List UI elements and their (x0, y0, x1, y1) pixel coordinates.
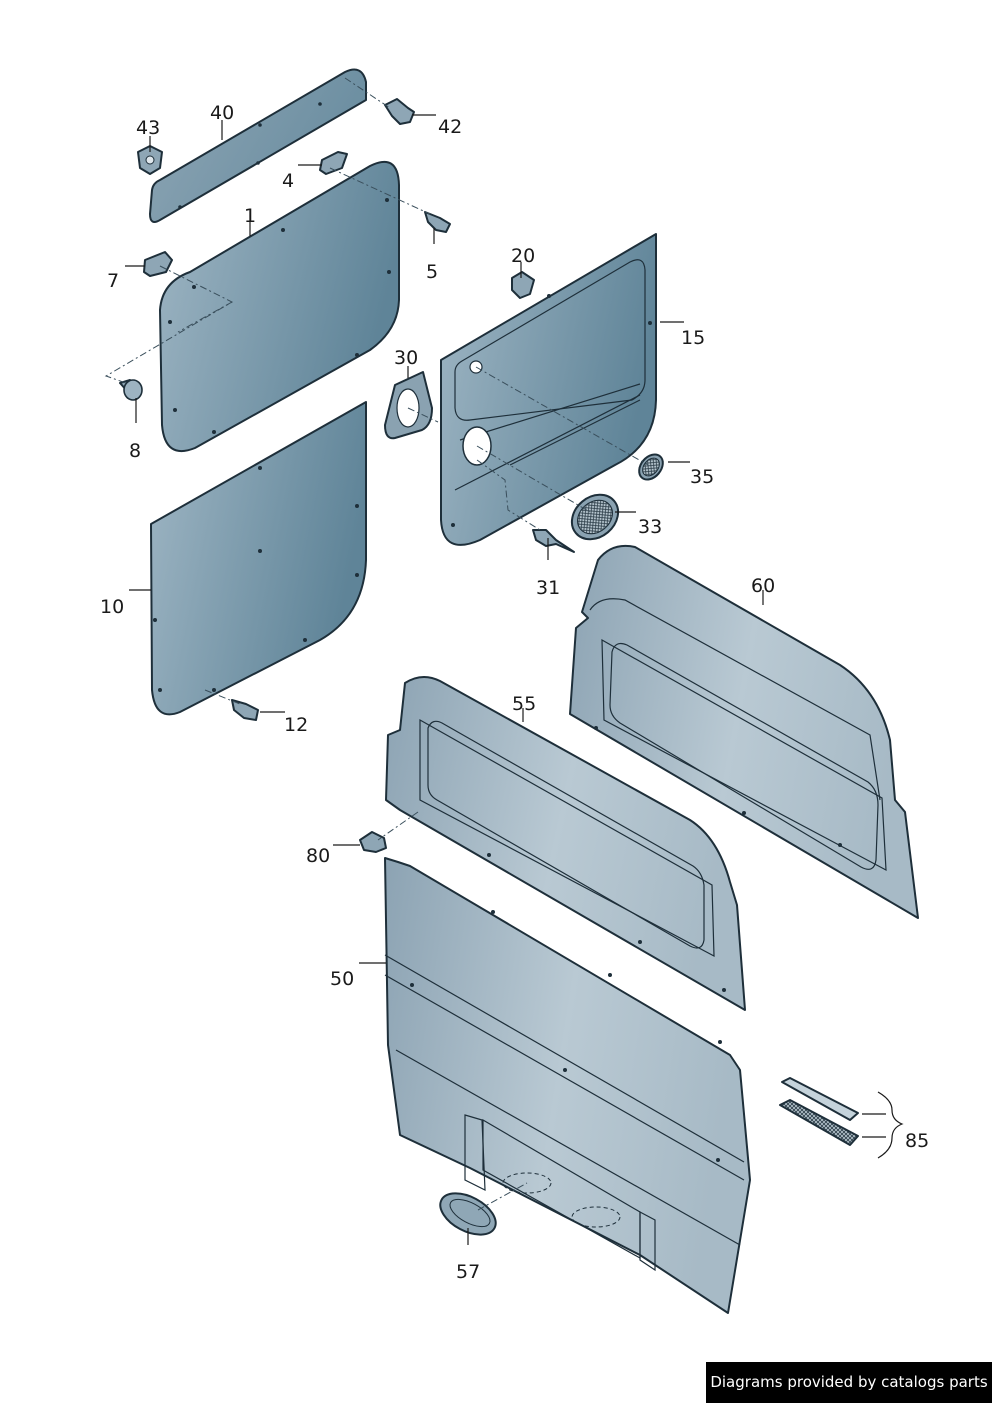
part-85-strip-set[interactable] (779, 1077, 859, 1146)
callout-80: 80 (306, 845, 330, 867)
callout-5: 5 (426, 261, 438, 283)
part-10-door-panel-lower[interactable] (150, 401, 367, 716)
part-5-screw[interactable] (424, 211, 451, 233)
callout-15: 15 (681, 327, 705, 349)
callout-10: 10 (100, 596, 124, 618)
part-57-cover-cap[interactable] (434, 1185, 503, 1243)
part-80-clip[interactable] (359, 831, 387, 853)
callout-42: 42 (438, 116, 462, 138)
part-42-clip[interactable] (384, 98, 415, 125)
callout-31: 31 (536, 577, 560, 599)
callout-33: 33 (638, 516, 662, 538)
callout-12: 12 (284, 714, 308, 736)
part-7-retainer[interactable] (143, 251, 173, 277)
part-55-side-trim-window[interactable] (385, 676, 746, 1011)
callout-20: 20 (511, 245, 535, 267)
part-1-door-panel-upper[interactable] (159, 160, 400, 453)
part-40-trim-strip[interactable] (149, 68, 367, 223)
callout-40: 40 (210, 102, 234, 124)
callout-30: 30 (394, 347, 418, 369)
part-15-door-trim-panel[interactable] (440, 233, 657, 546)
callout-57: 57 (456, 1261, 480, 1283)
callout-7: 7 (107, 270, 119, 292)
part-31-screw[interactable] (532, 529, 575, 553)
part-4-retainer[interactable] (319, 151, 348, 175)
callout-4: 4 (282, 170, 294, 192)
part-8-clip[interactable] (119, 379, 143, 401)
part-35-tweeter-grille[interactable] (634, 450, 667, 484)
part-12-clip[interactable] (231, 699, 259, 721)
callout-43: 43 (136, 117, 160, 139)
part-60-side-trim-upper[interactable] (569, 544, 919, 919)
callout-60: 60 (751, 575, 775, 597)
part-20-clip[interactable] (511, 271, 535, 299)
credit-banner: Diagrams provided by catalogs parts (706, 1362, 992, 1403)
part-33-speaker-grille[interactable] (563, 486, 627, 549)
part-50-side-trim-lower[interactable] (384, 857, 751, 1314)
callout-85: 85 (905, 1130, 929, 1152)
callout-55: 55 (512, 693, 536, 715)
callout-50: 50 (330, 968, 354, 990)
part-30-speaker-adapter[interactable] (384, 371, 433, 440)
callout-8: 8 (129, 440, 141, 462)
callout-1: 1 (244, 205, 256, 227)
callout-35: 35 (690, 466, 714, 488)
